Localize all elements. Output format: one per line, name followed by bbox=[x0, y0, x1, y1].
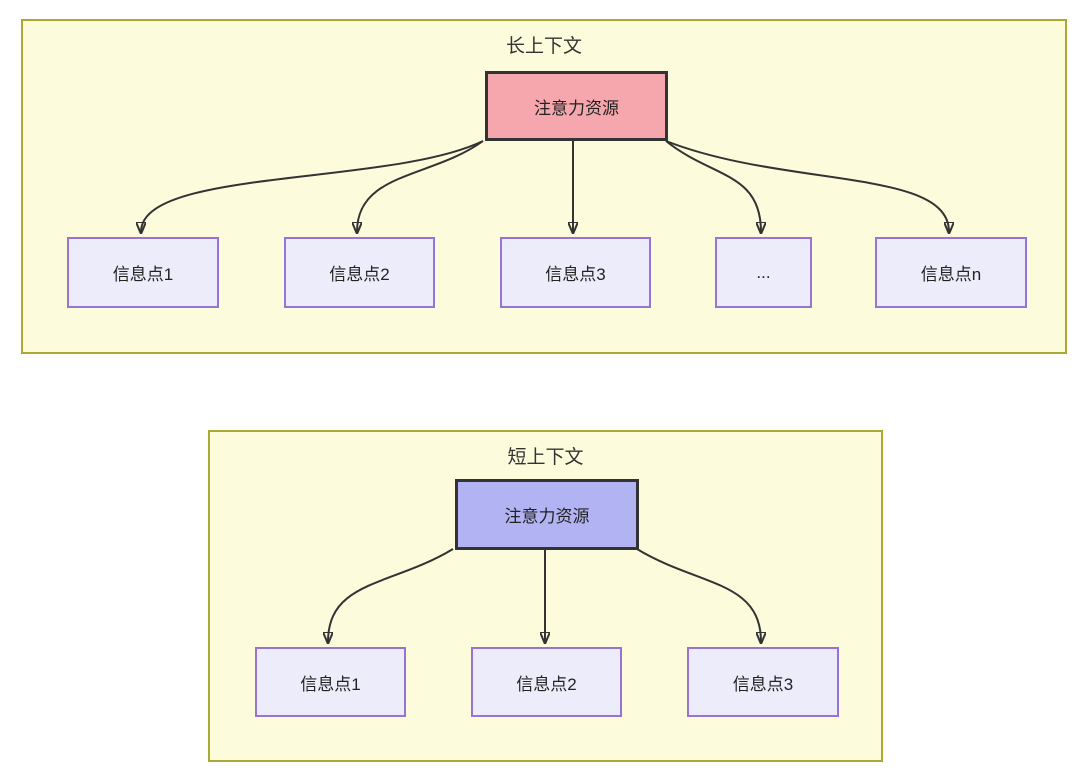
short-attention-label: 注意力资源 bbox=[504, 507, 590, 526]
short-info-label-1: 信息点1 bbox=[300, 674, 361, 694]
short-attention-node: 注意力资源 bbox=[455, 479, 639, 550]
short-context-container: 短上下文 注意力资源 信息点1 信息点2 信息点3 bbox=[208, 430, 883, 762]
long-context-title: 长上下文 bbox=[505, 36, 582, 57]
long-context-container: 长上下文 注意力资源 信息点1 信息点2 信息点3 ... 信息点n bbox=[21, 19, 1067, 354]
long-info-label-2: 信息点2 bbox=[329, 265, 390, 284]
short-info-label-3: 信息点3 bbox=[732, 674, 794, 694]
long-info-node-1: 信息点1 bbox=[67, 237, 219, 308]
long-info-label-1: 信息点1 bbox=[112, 265, 174, 284]
long-attention-label: 注意力资源 bbox=[534, 98, 619, 118]
short-info-label-2: 信息点2 bbox=[516, 674, 577, 694]
short-info-node-1: 信息点1 bbox=[255, 647, 406, 717]
long-info-node-n: 信息点n bbox=[875, 237, 1027, 308]
long-info-node-3: 信息点3 bbox=[500, 237, 651, 308]
short-context-title: 短上下文 bbox=[507, 447, 584, 468]
long-info-label-n: 信息点n bbox=[920, 265, 982, 284]
long-info-label-ellipsis: ... bbox=[756, 262, 771, 282]
long-info-node-ellipsis: ... bbox=[715, 237, 812, 308]
short-info-node-2: 信息点2 bbox=[471, 647, 622, 717]
long-info-node-2: 信息点2 bbox=[284, 237, 435, 308]
long-attention-node: 注意力资源 bbox=[485, 71, 668, 141]
long-info-label-3: 信息点3 bbox=[545, 265, 606, 284]
short-info-node-3: 信息点3 bbox=[687, 647, 839, 717]
